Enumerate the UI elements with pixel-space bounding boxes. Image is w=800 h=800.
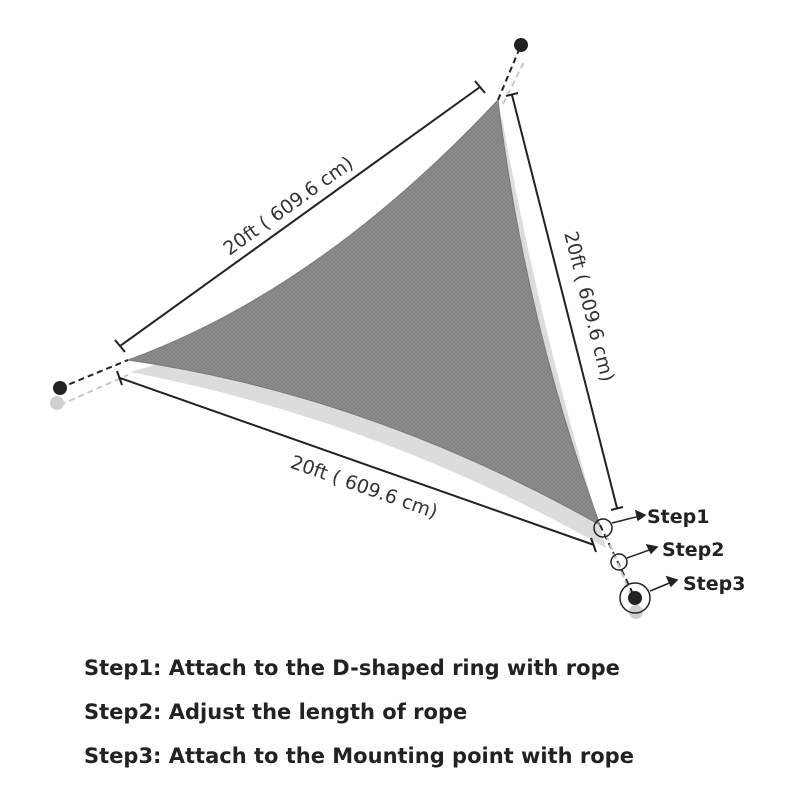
anchor-point-top xyxy=(514,38,528,52)
step1-ring xyxy=(593,518,613,538)
instructions-list: Step1: Attach to the D-shaped ring with … xyxy=(84,648,634,780)
step1-label: Step1 xyxy=(647,506,709,528)
step2-ring xyxy=(610,553,628,571)
step-markers xyxy=(593,518,651,614)
dimension-label-right: 20ft ( 609.6 cm) xyxy=(559,229,618,384)
anchor-points xyxy=(50,38,643,619)
anchor-point-bottom xyxy=(628,591,642,605)
anchor-point-left xyxy=(53,381,67,395)
step2-label: Step2 xyxy=(662,539,724,561)
step3-label: Step3 xyxy=(683,573,745,595)
dimension-label-top-left: 20ft ( 609.6 cm) xyxy=(219,152,357,260)
instruction-step1: Step1: Attach to the D-shaped ring with … xyxy=(84,656,620,680)
step3-ring xyxy=(619,582,651,614)
dimension-lines xyxy=(114,80,624,553)
dimension-label-bottom: 20ft ( 609.6 cm) xyxy=(288,451,441,523)
instruction-step3: Step3: Attach to the Mounting point with… xyxy=(84,744,634,768)
shade-sail xyxy=(127,98,601,527)
instruction-step2: Step2: Adjust the length of rope xyxy=(84,700,468,724)
step-arrows xyxy=(611,509,679,592)
